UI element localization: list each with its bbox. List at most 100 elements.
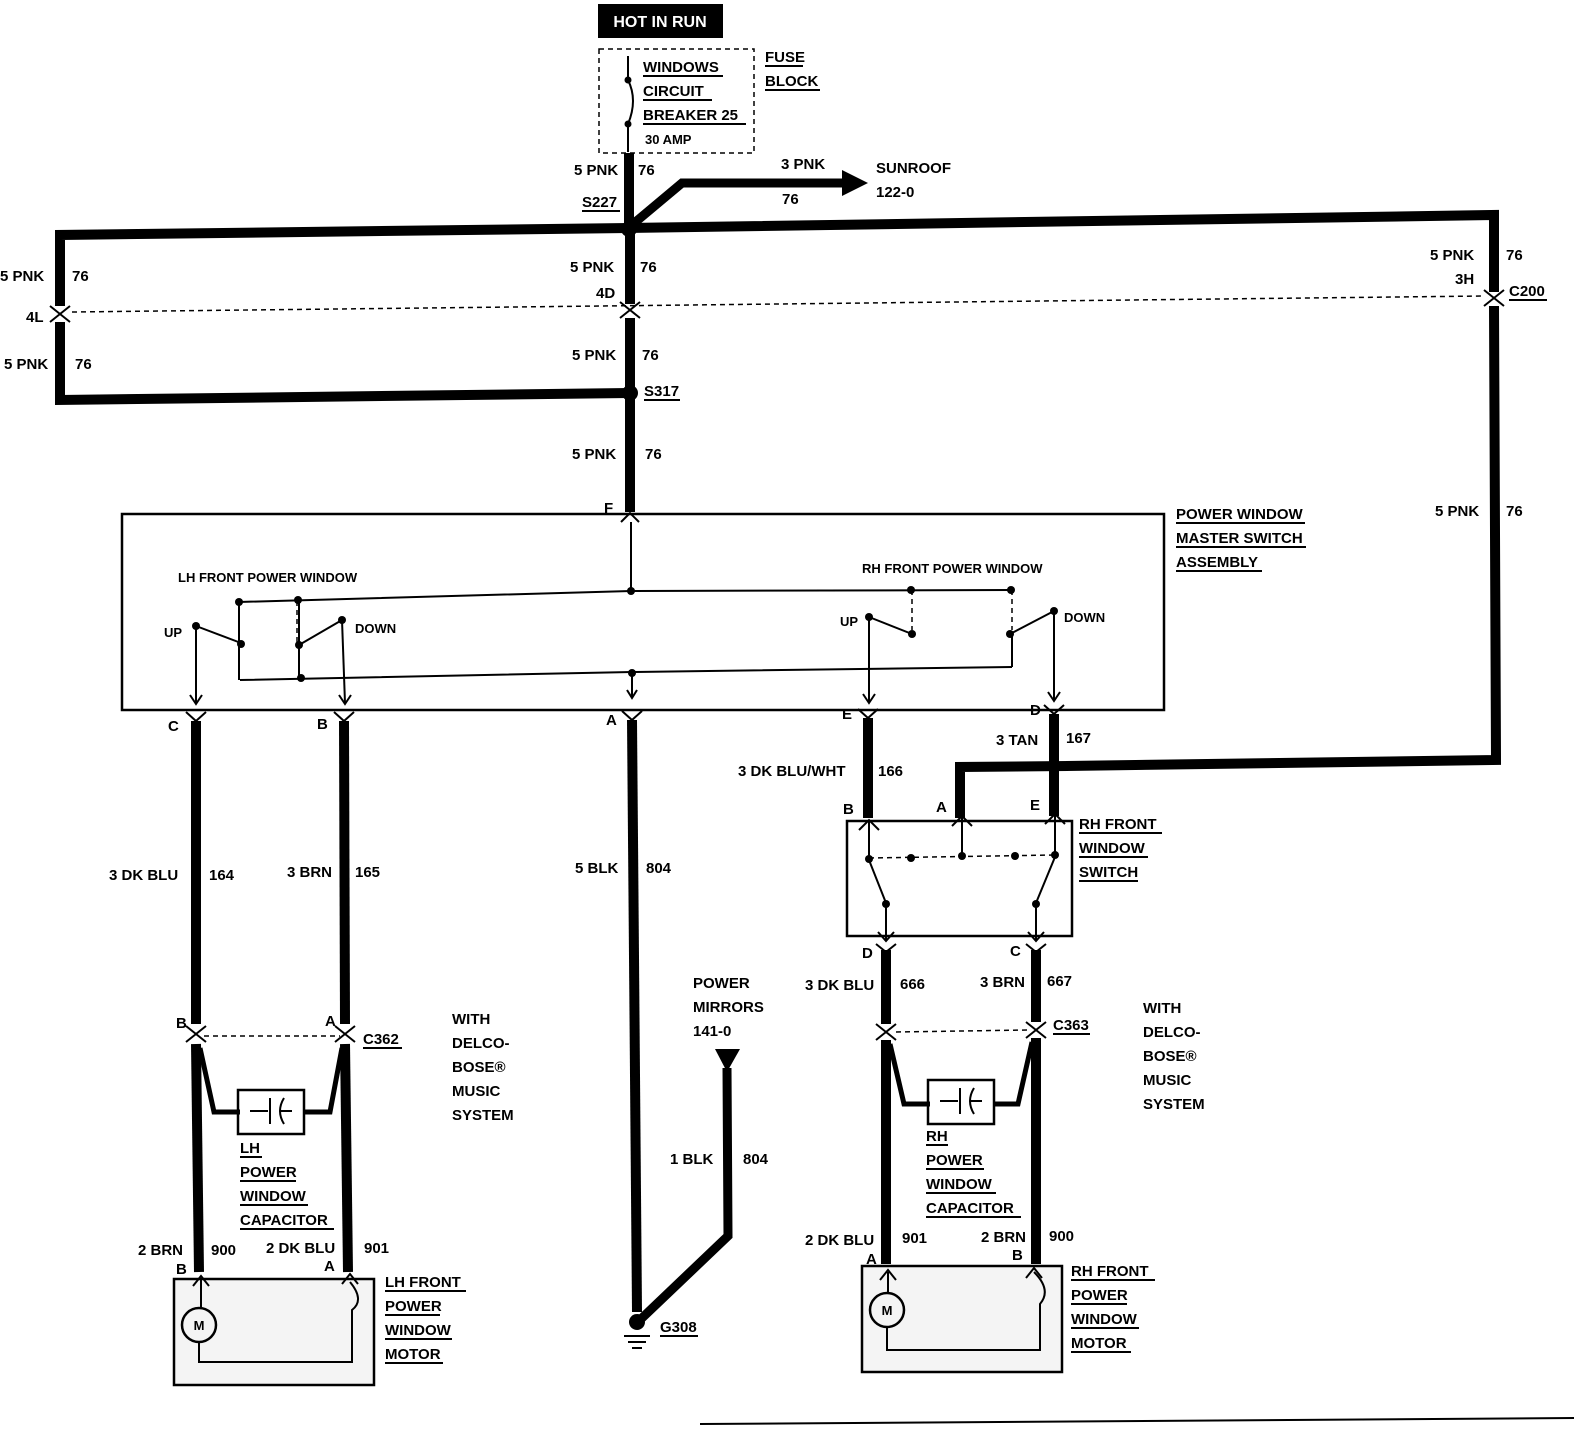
connector-4d-label: 4D	[596, 285, 615, 302]
fuse-amp-rating: 30 AMP	[645, 132, 692, 147]
fuse-name-line-1: WINDOWS	[643, 59, 719, 76]
lh-motor-label-1: LH FRONT	[385, 1274, 461, 1291]
delco-bose-rh-line-4: MUSIC	[1143, 1072, 1192, 1089]
rh-capacitor-label-4: CAPACITOR	[926, 1200, 1014, 1217]
wire-165-color: 3 BRN	[287, 864, 332, 881]
wire-label-right-lower-circuit: 76	[1506, 503, 1523, 520]
lh-up-label: UP	[164, 625, 182, 640]
wire-label-top-circuit: 76	[638, 162, 655, 179]
connector-c362-label: C362	[363, 1031, 399, 1048]
wire-900-lh-color: 2 BRN	[138, 1242, 183, 1259]
rh-motor-m: M	[882, 1303, 893, 1318]
rh-capacitor-label-3: WINDOW	[926, 1176, 993, 1193]
fuse-name-line-3: BREAKER 25	[643, 107, 738, 124]
wire-label-right-upper-circuit: 76	[1506, 247, 1523, 264]
master-switch-label-line-1: POWER WINDOW	[1176, 506, 1303, 523]
master-switch-housing	[120, 512, 1166, 712]
wire-76-sunroof	[630, 178, 848, 228]
rh-switch-pin-e: E	[1030, 797, 1040, 814]
ground-g308-label: G308	[660, 1319, 697, 1336]
circuit-breaker-symbol	[627, 56, 634, 152]
wire-76-right-to-rh-switch	[1065, 305, 1502, 771]
delco-bose-lh-line-2: DELCO-	[452, 1035, 510, 1052]
pin-a-label: A	[606, 712, 617, 729]
lh-capacitor-label-4: CAPACITOR	[240, 1212, 328, 1229]
sunroof-label: SUNROOF	[876, 160, 951, 177]
connector-3h-label: 3H	[1455, 271, 1474, 288]
rh-power-window-capacitor	[926, 1078, 996, 1126]
pin-e-label: E	[842, 706, 852, 723]
rh-front-power-window-motor	[860, 1264, 1064, 1374]
wire-667-number: 667	[1047, 973, 1072, 990]
wire-901-lh	[340, 1043, 353, 1273]
connector-4l-label: 4L	[26, 309, 44, 326]
pin-b-label: B	[317, 716, 328, 733]
wire-804b-color: 1 BLK	[670, 1151, 714, 1168]
wire-166-number: 166	[878, 763, 903, 780]
delco-bose-lh-line-4: MUSIC	[452, 1083, 501, 1100]
master-internal-bottom-bus	[239, 666, 1013, 681]
delco-bose-rh-line-1: WITH	[1143, 1000, 1181, 1017]
rh-front-power-window-title: RH FRONT POWER WINDOW	[862, 561, 1043, 576]
wire-900-rh-color: 2 BRN	[981, 1229, 1026, 1246]
rh-capacitor-label-1: RH	[926, 1128, 948, 1145]
rh-switch-pin-b: B	[843, 801, 854, 818]
wire-166-color: 3 DK BLU/WHT	[738, 763, 846, 780]
fuse-block-outline	[598, 48, 755, 154]
lh-down-contact	[298, 619, 343, 646]
fuse-name-line-2: CIRCUIT	[643, 83, 704, 100]
pin-c-label: C	[168, 718, 179, 735]
wire-label-right-lower-color: 5 PNK	[1435, 503, 1479, 520]
wire-label-left-lower-color: 5 PNK	[4, 356, 48, 373]
connector-c363-boundary	[895, 1029, 1029, 1033]
c362-pin-b: B	[176, 1015, 187, 1032]
lh-capacitor-label-2: POWER	[240, 1164, 297, 1181]
rh-capacitor-leads	[887, 1041, 1035, 1107]
connector-c363-label: C363	[1053, 1017, 1089, 1034]
wire-167-number: 167	[1066, 730, 1091, 747]
wire-666-number: 666	[900, 976, 925, 993]
fuse-block-label-line-2: BLOCK	[765, 73, 818, 90]
fuse-block-label-line-1: FUSE	[765, 49, 805, 66]
wire-76-to-rh-switch-a	[955, 761, 1069, 818]
sunroof-wire-color: 3 PNK	[781, 156, 825, 173]
master-bus-node-top	[627, 587, 635, 595]
delco-bose-rh-line-3: BOSE®	[1143, 1048, 1197, 1065]
lh-capacitor-label-3: WINDOW	[240, 1188, 307, 1205]
wire-900-lh	[191, 1043, 204, 1273]
lh-up-contact	[195, 625, 242, 644]
wire-label-top-color: 5 PNK	[574, 162, 618, 179]
capacitor-symbol	[250, 1097, 292, 1125]
rh-switch-pin-c: C	[1010, 943, 1021, 960]
sunroof-arrow	[842, 170, 868, 196]
lh-motor-m: M	[194, 1318, 205, 1333]
rh-down-label: DOWN	[1064, 610, 1105, 625]
wire-76-left-return	[55, 322, 630, 406]
wire-901-lh-number: 901	[364, 1240, 389, 1257]
power-mirrors-line-3: 141-0	[693, 1023, 731, 1040]
hot-in-run-label: HOT IN RUN	[613, 14, 706, 31]
rh-switch-pin-a: A	[936, 799, 947, 816]
delco-bose-rh-line-5: SYSTEM	[1143, 1096, 1205, 1113]
wire-label-right-upper-color: 5 PNK	[1430, 247, 1474, 264]
wire-901-rh-color: 2 DK BLU	[805, 1232, 874, 1249]
pin-f-label: F	[604, 500, 613, 517]
wire-666-color: 3 DK BLU	[805, 977, 874, 994]
lh-motor-pin-a: A	[324, 1258, 335, 1275]
wire-label-left-upper-color: 5 PNK	[0, 268, 44, 285]
wire-804-color: 5 BLK	[575, 860, 619, 877]
wire-165-number: 165	[355, 864, 380, 881]
wire-label-center-lower-circuit: 76	[645, 446, 662, 463]
master-internal-top-bus	[238, 589, 1013, 603]
wire-804-ground	[627, 719, 642, 1313]
rh-motor-label-1: RH FRONT	[1071, 1263, 1149, 1280]
splice-s227	[621, 221, 637, 237]
lh-front-power-window-title: LH FRONT POWER WINDOW	[178, 570, 358, 585]
wire-label-center-upper-circuit: 76	[640, 259, 657, 276]
lh-power-window-capacitor	[236, 1088, 306, 1136]
wire-667-color: 3 BRN	[980, 974, 1025, 991]
wire-label-left-upper-circuit: 76	[72, 268, 89, 285]
connector-3h-pin	[1483, 289, 1505, 307]
wire-label-center-upper-color: 5 PNK	[570, 259, 614, 276]
